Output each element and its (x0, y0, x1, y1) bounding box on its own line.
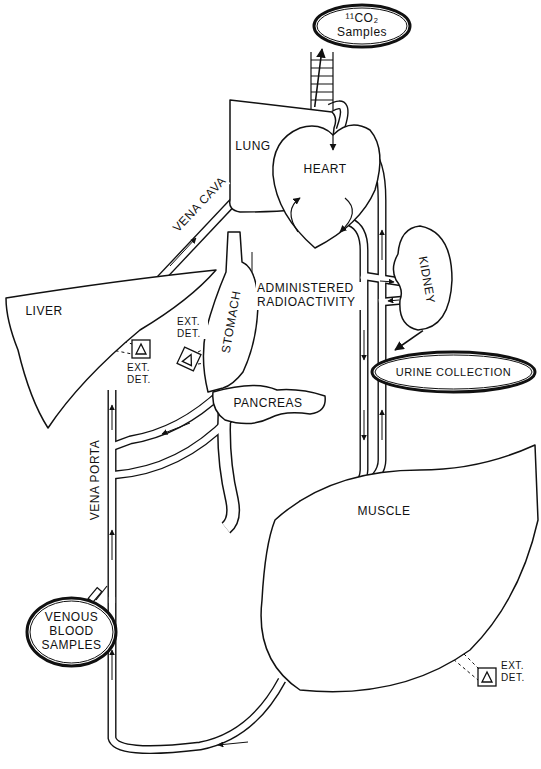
pancreas-shape: PANCREAS (210, 378, 330, 430)
heart-shape: HEART (268, 116, 390, 252)
organ-label: URINE COLLECTION (396, 366, 512, 379)
organ-label: MUSCLE (357, 505, 410, 519)
flow-connector (315, 49, 322, 107)
organ-label: LIVER (25, 305, 62, 319)
detector-label: EXT. DET. (176, 316, 208, 339)
heart-shape-outline (268, 116, 390, 252)
organ-label: LUNG (235, 140, 270, 154)
vessel-label: VENA CAVA (170, 174, 230, 236)
sample-oval: VENOUS BLOOD SAMPLES (25, 596, 118, 668)
note-label: ADMINISTERED RADIOACTIVITY (256, 282, 362, 310)
flow-connector (395, 331, 423, 350)
collection-oval: URINE COLLECTION (370, 350, 537, 394)
kidney-shape: KIDNEY (380, 222, 458, 334)
organ-label: HEART (304, 163, 347, 177)
liver-shape-outline (2, 265, 220, 435)
detector-label: EXT. DET. (126, 362, 160, 385)
liver-shape: LIVER (2, 265, 220, 435)
organ-label: PANCREAS (233, 397, 302, 411)
vessel-label: VENA PORTA (89, 439, 103, 522)
sample-oval: ¹¹CO₂ Samples (312, 3, 412, 49)
stomach-shape: STOMACH (198, 225, 268, 397)
detector-label: EXT. DET. (500, 660, 536, 683)
muscle-shape-outline (255, 436, 541, 698)
muscle-shape: MUSCLE (255, 436, 541, 698)
organ-label: ¹¹CO₂ Samples (329, 12, 395, 40)
organ-label: VENOUS BLOOD SAMPLES (41, 611, 103, 652)
